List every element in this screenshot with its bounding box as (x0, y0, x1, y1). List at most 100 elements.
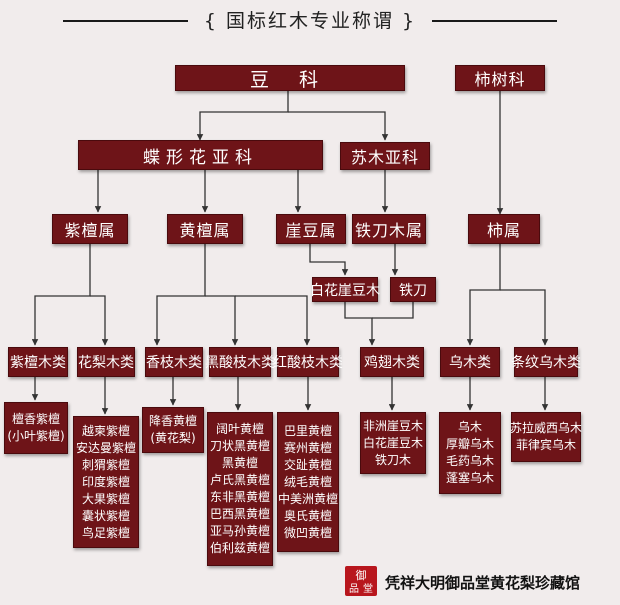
species-item: 巴里黄檀 (283, 423, 332, 438)
species-item: 毛药乌木 (445, 454, 494, 468)
family-ebony: 柿树科 (455, 65, 545, 91)
genus-huangtan: 黄檀属 (167, 214, 243, 244)
species-list-zitan: 檀香紫檀 (小叶紫檀) (4, 402, 68, 454)
subfamily-caesalpinioideae: 苏木亚科 (340, 142, 430, 170)
edge-huangtan-hongsuan (235, 295, 311, 346)
subgroup-baihua-yadoumu: 白花崖豆木 (310, 277, 380, 302)
subfamily-papilionoideae-label: 蝶形花亚科 (143, 147, 258, 168)
seal-logo-icon: 御 品 堂 (345, 566, 377, 596)
class-jichimu-label: 鸡翅木类 (364, 355, 420, 371)
species-list-jichi: 非洲崖豆木 白花崖豆木 铁刀木 (360, 412, 426, 474)
subfamily-caesalpinioideae-label: 苏木亚科 (350, 148, 419, 167)
species-item: 铁刀木 (374, 452, 411, 467)
species-item: 东非黑黄檀 (209, 490, 270, 504)
page-title: { 国标红木专业称谓 } (203, 10, 417, 32)
genus-tiedaomu: 铁刀木属 (352, 214, 426, 244)
class-xiangzhimu-label: 香枝木类 (146, 355, 202, 371)
edge-zitan-zitanmu (31, 244, 91, 346)
species-item: 檀香紫檀 (11, 412, 60, 426)
species-item: 蓬塞乌木 (445, 471, 494, 485)
subgroup-tiedao: 铁刀 (390, 277, 436, 302)
species-item: (黄花梨) (150, 431, 196, 445)
edge-huangtan-heisuan (205, 295, 239, 346)
edge-tiedao-jichi (372, 302, 414, 319)
class-hualimu-label: 花梨木类 (78, 355, 134, 371)
genus-zitan-label: 紫檀属 (64, 221, 116, 240)
subgroup-baihua-yadoumu-label: 白花崖豆木 (310, 282, 380, 299)
species-item: 奥氏黄檀 (283, 508, 332, 523)
species-item: 刀状黑黄檀 (209, 439, 270, 453)
species-item: 亚马孙黄檀 (209, 524, 270, 538)
edge-shi-wumu (466, 244, 501, 346)
species-item: 赛州黄檀 (283, 440, 332, 455)
genus-yadou-label: 崖豆属 (285, 221, 337, 240)
edge-yadou-baihua (309, 244, 349, 276)
species-item: 越柬紫檀 (81, 423, 130, 438)
species-list-huali: 越柬紫檀 安达曼紫檀 刺猬紫檀 印度紫檀 大果紫檀 囊状紫檀 鸟足紫檀 (73, 416, 139, 548)
species-list-tiaowen: 苏拉威西乌木 菲律宾乌木 (510, 412, 583, 462)
svg-text:品: 品 (349, 583, 359, 595)
class-xiangzhimu: 香枝木类 (145, 347, 203, 377)
genus-shi-label: 柿属 (486, 221, 521, 240)
species-item: 大果紫檀 (81, 491, 130, 506)
species-item: 绒毛黄檀 (283, 474, 332, 489)
family-ebony-label: 柿树科 (474, 70, 526, 89)
species-item: 白花崖豆木 (362, 435, 423, 450)
species-item: 阔叶黄檀 (215, 422, 264, 436)
subgroup-tiedao-label: 铁刀 (399, 282, 427, 299)
genus-huangtan-label: 黄檀属 (179, 221, 231, 240)
species-item: 囊状紫檀 (81, 508, 130, 523)
class-jichimu: 鸡翅木类 (360, 347, 424, 377)
species-list-hongsuan: 巴里黄檀 赛州黄檀 交趾黄檀 绒毛黄檀 中美洲黄檀 奥氏黄檀 微凹黄檀 (277, 412, 339, 552)
species-item: 安达曼紫檀 (75, 440, 136, 455)
class-zitanmu: 紫檀木类 (8, 347, 68, 377)
class-heisuanzhimu: 黑酸枝木类 (205, 347, 275, 377)
class-heisuanzhimu-label: 黑酸枝木类 (205, 355, 275, 371)
class-tiaowenwumu-label: 条纹乌木类 (511, 355, 581, 371)
svg-text:堂: 堂 (363, 583, 373, 595)
edge-zitan-hualimu (90, 295, 109, 346)
title-rule-right (432, 20, 557, 22)
title-rule-left (63, 20, 188, 22)
species-item: (小叶紫檀) (7, 429, 65, 443)
species-item: 中美洲黄檀 (278, 491, 339, 506)
species-item: 黑黄檀 (221, 456, 258, 470)
subfamily-papilionoideae: 蝶形花亚科 (78, 140, 323, 170)
edge-legume-papilio (196, 89, 289, 141)
class-tiaowenwumu: 条纹乌木类 (511, 347, 581, 377)
class-hongsuanzhimu: 红酸枝木类 (273, 347, 343, 377)
species-item: 微凹黄檀 (283, 525, 332, 540)
species-item: 非洲崖豆木 (362, 418, 423, 433)
species-list-wumu: 乌木 厚瓣乌木 毛药乌木 蓬塞乌木 (439, 412, 501, 494)
edge-legume-caesalp (288, 111, 389, 141)
genus-shi: 柿属 (468, 214, 540, 244)
species-item: 交趾黄檀 (283, 457, 332, 472)
species-item: 巴西黑黄檀 (209, 507, 270, 521)
species-item: 苏拉威西乌木 (510, 421, 583, 435)
class-hongsuanzhimu-label: 红酸枝木类 (273, 355, 343, 371)
genus-yadou: 崖豆属 (276, 214, 346, 244)
edge-baihua-jichi (344, 302, 376, 346)
species-item: 菲律宾乌木 (515, 438, 576, 452)
class-wumu-label: 乌木类 (449, 355, 491, 371)
species-item: 卢氏黑黄檀 (209, 473, 270, 487)
species-item: 印度紫檀 (81, 474, 130, 489)
edge-huangtan-xiangzhi (153, 244, 206, 346)
class-zitanmu-label: 紫檀木类 (10, 355, 66, 371)
species-item: 厚瓣乌木 (445, 437, 494, 451)
species-item: 乌木 (457, 420, 482, 434)
species-item: 鸟足紫檀 (81, 525, 130, 540)
genus-tiedaomu-label: 铁刀木属 (354, 221, 423, 240)
family-legume: 豆 科 (175, 65, 405, 91)
footer-brand: 凭祥大明御品堂黄花梨珍藏馆 (385, 574, 581, 592)
class-hualimu: 花梨木类 (77, 347, 135, 377)
edge-shi-tiaowen (500, 289, 549, 346)
species-item: 刺猬紫檀 (81, 457, 130, 472)
species-item: 降香黄檀 (148, 414, 197, 428)
title-bar: { 国标红木专业称谓 } (0, 7, 620, 35)
species-list-xiangzhi: 降香黄檀 (黄花梨) (142, 407, 204, 453)
svg-text:御: 御 (356, 568, 367, 582)
class-wumu: 乌木类 (440, 347, 500, 377)
